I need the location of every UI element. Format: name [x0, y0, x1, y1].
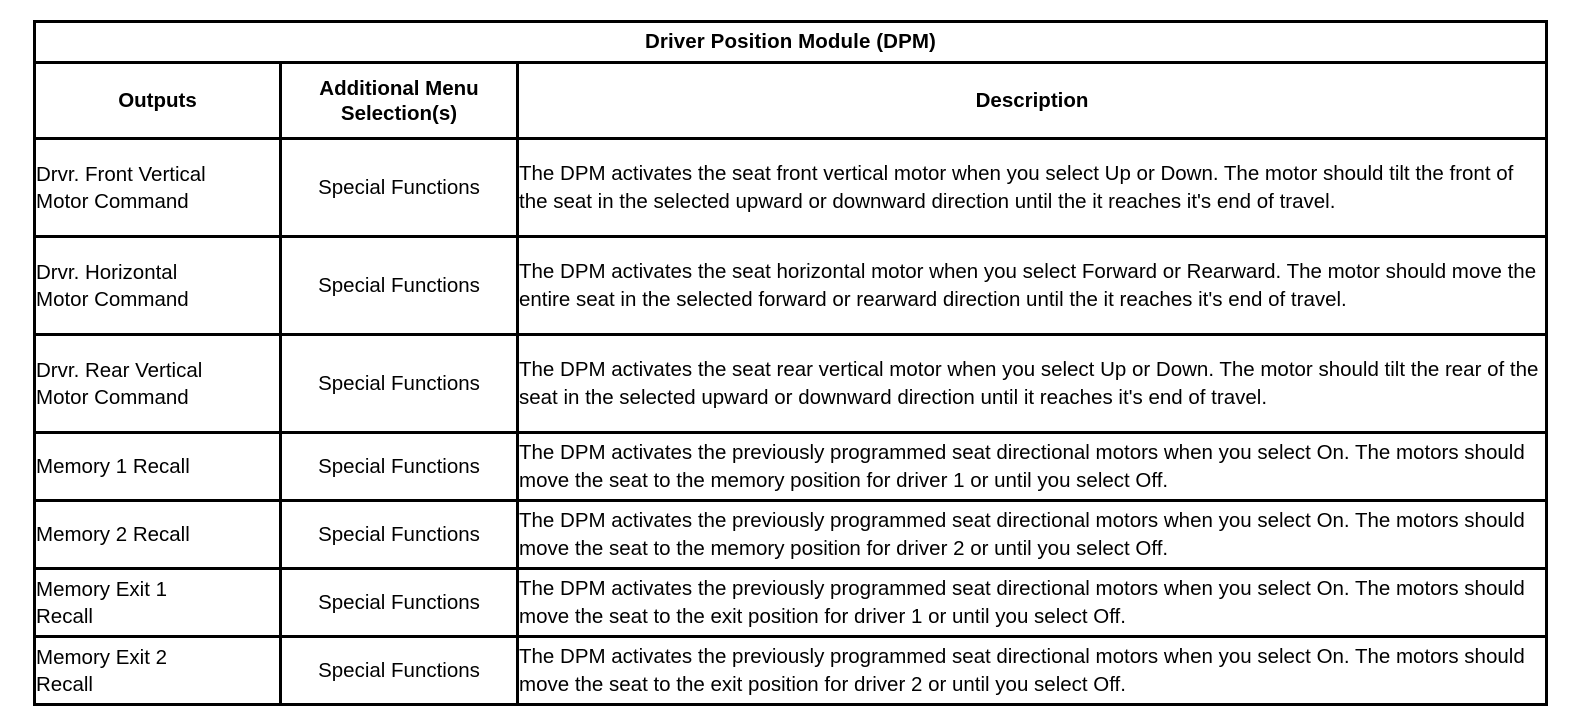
- cell-description: The DPM activates the previously program…: [516, 635, 1548, 706]
- table-row: Drvr. Horizontal Motor Command Special F…: [33, 235, 1548, 336]
- column-header-description: Description: [516, 61, 1548, 140]
- column-header-menu-line2: Selection(s): [340, 101, 458, 125]
- output-line1: Drvr. Horizontal: [36, 260, 178, 284]
- output-line2: Recall: [36, 604, 93, 628]
- output-line1: Drvr. Rear Vertical: [36, 358, 203, 382]
- cell-description: The DPM activates the previously program…: [516, 567, 1548, 638]
- output-line1: Drvr. Front Vertical: [36, 162, 206, 186]
- cell-description: The DPM activates the seat rear vertical…: [516, 333, 1548, 434]
- output-line2: Recall: [36, 672, 93, 696]
- cell-menu-selection: Special Functions: [279, 235, 519, 336]
- cell-description: The DPM activates the seat front vertica…: [516, 137, 1548, 238]
- table-title-row: Driver Position Module (DPM): [33, 20, 1548, 64]
- table-row: Drvr. Rear Vertical Motor Command Specia…: [33, 333, 1548, 434]
- table-row: Memory Exit 1 Recall Special Functions T…: [33, 567, 1548, 638]
- table-title: Driver Position Module (DPM): [33, 20, 1548, 64]
- cell-output: Memory 2 Recall: [33, 499, 282, 570]
- table-row: Drvr. Front Vertical Motor Command Speci…: [33, 137, 1548, 238]
- cell-description: The DPM activates the previously program…: [516, 431, 1548, 502]
- output-line1: Memory 2 Recall: [36, 523, 190, 546]
- cell-output: Drvr. Horizontal Motor Command: [33, 235, 282, 336]
- column-header-menu-line1: Additional Menu: [319, 76, 479, 100]
- output-line2: Motor Command: [36, 287, 189, 311]
- output-line2: Motor Command: [36, 385, 189, 409]
- cell-output: Memory Exit 2 Recall: [33, 635, 282, 706]
- dpm-table: Driver Position Module (DPM) Outputs Add…: [33, 20, 1548, 706]
- table-row: Memory Exit 2 Recall Special Functions T…: [33, 635, 1548, 706]
- cell-menu-selection: Special Functions: [279, 635, 519, 706]
- cell-output: Drvr. Front Vertical Motor Command: [33, 137, 282, 238]
- cell-output: Memory 1 Recall: [33, 431, 282, 502]
- column-header-additional-menu-selections: Additional Menu Selection(s): [279, 61, 519, 140]
- table-row: Memory 1 Recall Special Functions The DP…: [33, 431, 1548, 502]
- output-line1: Memory Exit 1: [36, 577, 167, 601]
- cell-menu-selection: Special Functions: [279, 431, 519, 502]
- cell-menu-selection: Special Functions: [279, 567, 519, 638]
- output-line2: Motor Command: [36, 189, 189, 213]
- cell-menu-selection: Special Functions: [279, 499, 519, 570]
- cell-output: Memory Exit 1 Recall: [33, 567, 282, 638]
- table-row: Memory 2 Recall Special Functions The DP…: [33, 499, 1548, 570]
- cell-description: The DPM activates the seat horizontal mo…: [516, 235, 1548, 336]
- output-line1: Memory 1 Recall: [36, 455, 190, 478]
- cell-menu-selection: Special Functions: [279, 333, 519, 434]
- column-header-outputs: Outputs: [33, 61, 282, 140]
- cell-description: The DPM activates the previously program…: [516, 499, 1548, 570]
- output-line1: Memory Exit 2: [36, 645, 167, 669]
- table-header-row: Outputs Additional Menu Selection(s) Des…: [33, 61, 1548, 140]
- cell-menu-selection: Special Functions: [279, 137, 519, 238]
- cell-output: Drvr. Rear Vertical Motor Command: [33, 333, 282, 434]
